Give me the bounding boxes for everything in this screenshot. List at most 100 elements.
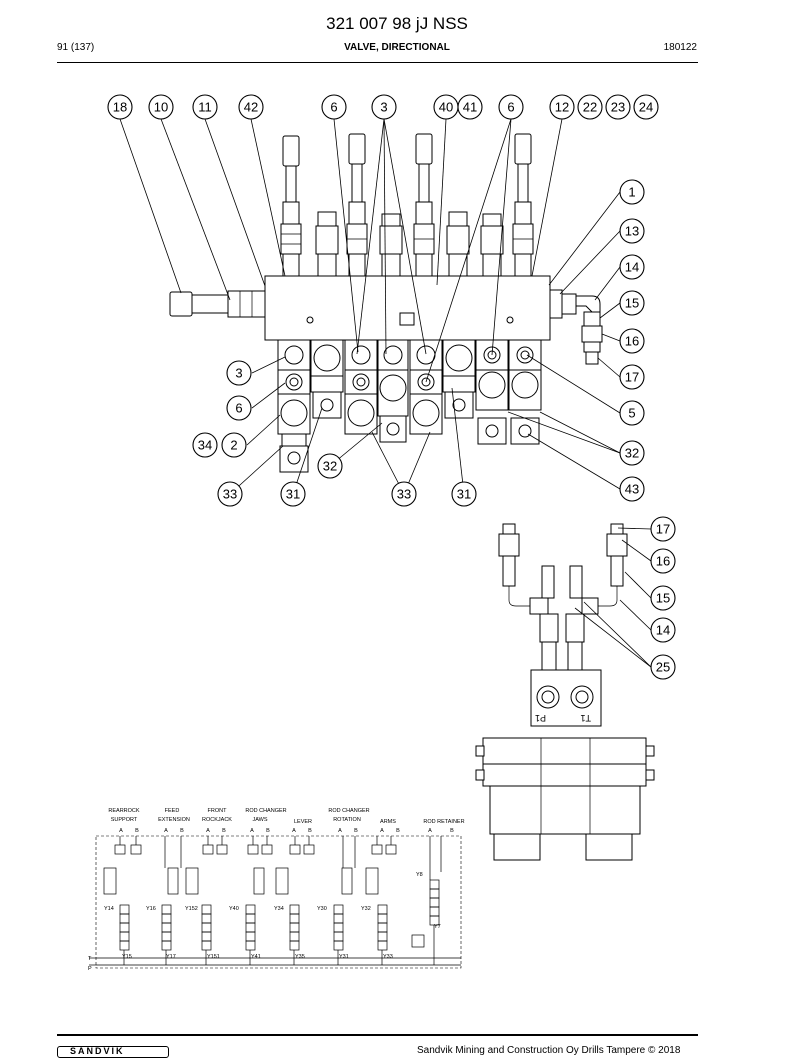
svg-text:32: 32 <box>625 446 639 461</box>
function-label-line1: FEED <box>165 808 180 814</box>
svg-text:A: A <box>206 828 210 834</box>
manifold-top-fittings <box>280 133 534 277</box>
solenoid-label-y40: Y40 <box>229 906 239 912</box>
solenoid-label-y151: Y151 <box>207 954 220 960</box>
company-logo: SANDVIK <box>57 1046 169 1058</box>
svg-text:A: A <box>428 828 432 834</box>
function-label-line1: ROD CHANGER <box>328 808 369 814</box>
callout-6: 6 <box>321 94 347 120</box>
port-p1-label: P1 <box>535 713 546 723</box>
svg-text:15: 15 <box>656 591 670 606</box>
solenoid-label-y31: Y31 <box>339 954 349 960</box>
callout-22: 22 <box>577 94 603 120</box>
svg-text:34: 34 <box>198 438 212 453</box>
solenoid-label-y7: Y7 <box>434 924 441 930</box>
svg-text:41: 41 <box>463 100 477 115</box>
svg-text:B: B <box>222 828 226 834</box>
svg-text:11: 11 <box>198 100 212 115</box>
svg-text:2: 2 <box>230 438 237 453</box>
tank-line-label: T <box>88 956 92 962</box>
svg-text:40: 40 <box>439 100 453 115</box>
svg-text:14: 14 <box>625 260 639 275</box>
svg-text:B: B <box>266 828 270 834</box>
callout-24: 24 <box>633 94 659 120</box>
solenoid-label-y8: Y8 <box>416 872 423 878</box>
function-label-line1: FRONT <box>208 808 228 814</box>
callout-1: 1 <box>619 179 645 205</box>
function-label-line2: ROD RETAINER <box>423 819 464 825</box>
document-title: 321 007 98 jJ NSS <box>326 14 468 33</box>
solenoid-label-y34: Y34 <box>274 906 284 912</box>
svg-text:6: 6 <box>507 100 514 115</box>
callout-33: 33 <box>391 481 417 507</box>
page-number: 91 (137) <box>57 42 95 53</box>
svg-text:5: 5 <box>628 406 635 421</box>
svg-text:12: 12 <box>555 100 569 115</box>
solenoid-label-y15: Y15 <box>122 954 132 960</box>
svg-text:32: 32 <box>323 459 337 474</box>
solenoid-label-y33: Y33 <box>383 954 393 960</box>
copyright-notice: Sandvik Mining and Construction Oy Drill… <box>417 1045 681 1056</box>
callout-40: 40 <box>433 94 459 120</box>
callout-42: 42 <box>238 94 264 120</box>
callout-41: 41 <box>457 94 483 120</box>
callout-5: 5 <box>619 400 645 426</box>
svg-text:31: 31 <box>457 487 471 502</box>
svg-text:33: 33 <box>223 487 237 502</box>
solenoid-label-y14: Y14 <box>104 906 114 912</box>
svg-text:A: A <box>338 828 342 834</box>
function-label-line2: JAWS <box>252 817 267 823</box>
callout-3: 3 <box>226 360 252 386</box>
revision-date: 180122 <box>663 42 697 53</box>
solenoid-label-y35: Y35 <box>295 954 305 960</box>
footer-divider <box>57 1034 698 1036</box>
callout-11: 11 <box>192 94 218 120</box>
svg-text:3: 3 <box>380 100 387 115</box>
svg-text:6: 6 <box>235 401 242 416</box>
svg-text:B: B <box>396 828 400 834</box>
leader-lines <box>119 118 652 668</box>
header-divider <box>57 62 698 63</box>
hydraulic-schematic: REARROCK SUPPORT FEED EXTENSION FRONT RO… <box>88 808 465 972</box>
svg-text:10: 10 <box>154 100 168 115</box>
svg-text:A: A <box>164 828 168 834</box>
function-label-line2: ARMS <box>380 819 396 825</box>
callout-6: 6 <box>226 395 252 421</box>
callout-14: 14 <box>650 617 676 643</box>
svg-text:16: 16 <box>625 334 639 349</box>
svg-text:3: 3 <box>235 366 242 381</box>
callout-6: 6 <box>498 94 524 120</box>
svg-text:B: B <box>450 828 454 834</box>
port-t1-label: T1 <box>580 713 591 723</box>
function-label-line2: ROTATION <box>333 817 361 823</box>
callout-12: 12 <box>549 94 575 120</box>
svg-text:43: 43 <box>625 482 639 497</box>
svg-text:23: 23 <box>611 100 625 115</box>
svg-text:24: 24 <box>639 100 653 115</box>
svg-text:14: 14 <box>656 623 670 638</box>
callout-33: 33 <box>217 481 243 507</box>
callout-14: 14 <box>619 254 645 280</box>
callout-2: 2 <box>221 432 247 458</box>
svg-text:A: A <box>380 828 384 834</box>
callout-23: 23 <box>605 94 631 120</box>
callout-17: 17 <box>650 516 676 542</box>
svg-text:A: A <box>292 828 296 834</box>
svg-text:33: 33 <box>397 487 411 502</box>
solenoid-label-y17: Y17 <box>166 954 176 960</box>
svg-text:15: 15 <box>625 296 639 311</box>
callout-18: 18 <box>107 94 133 120</box>
valve-manifold-main <box>169 275 603 365</box>
svg-text:17: 17 <box>625 370 639 385</box>
callout-32: 32 <box>317 453 343 479</box>
solenoid-label-y16: Y16 <box>146 906 156 912</box>
function-label-line1: REARROCK <box>108 808 140 814</box>
function-label-line2: EXTENSION <box>158 817 190 823</box>
valve-side-view: P1 T1 <box>475 523 655 861</box>
svg-text:1: 1 <box>628 185 635 200</box>
svg-text:18: 18 <box>113 100 127 115</box>
solenoid-label-y30: Y30 <box>317 906 327 912</box>
svg-text:25: 25 <box>656 660 670 675</box>
